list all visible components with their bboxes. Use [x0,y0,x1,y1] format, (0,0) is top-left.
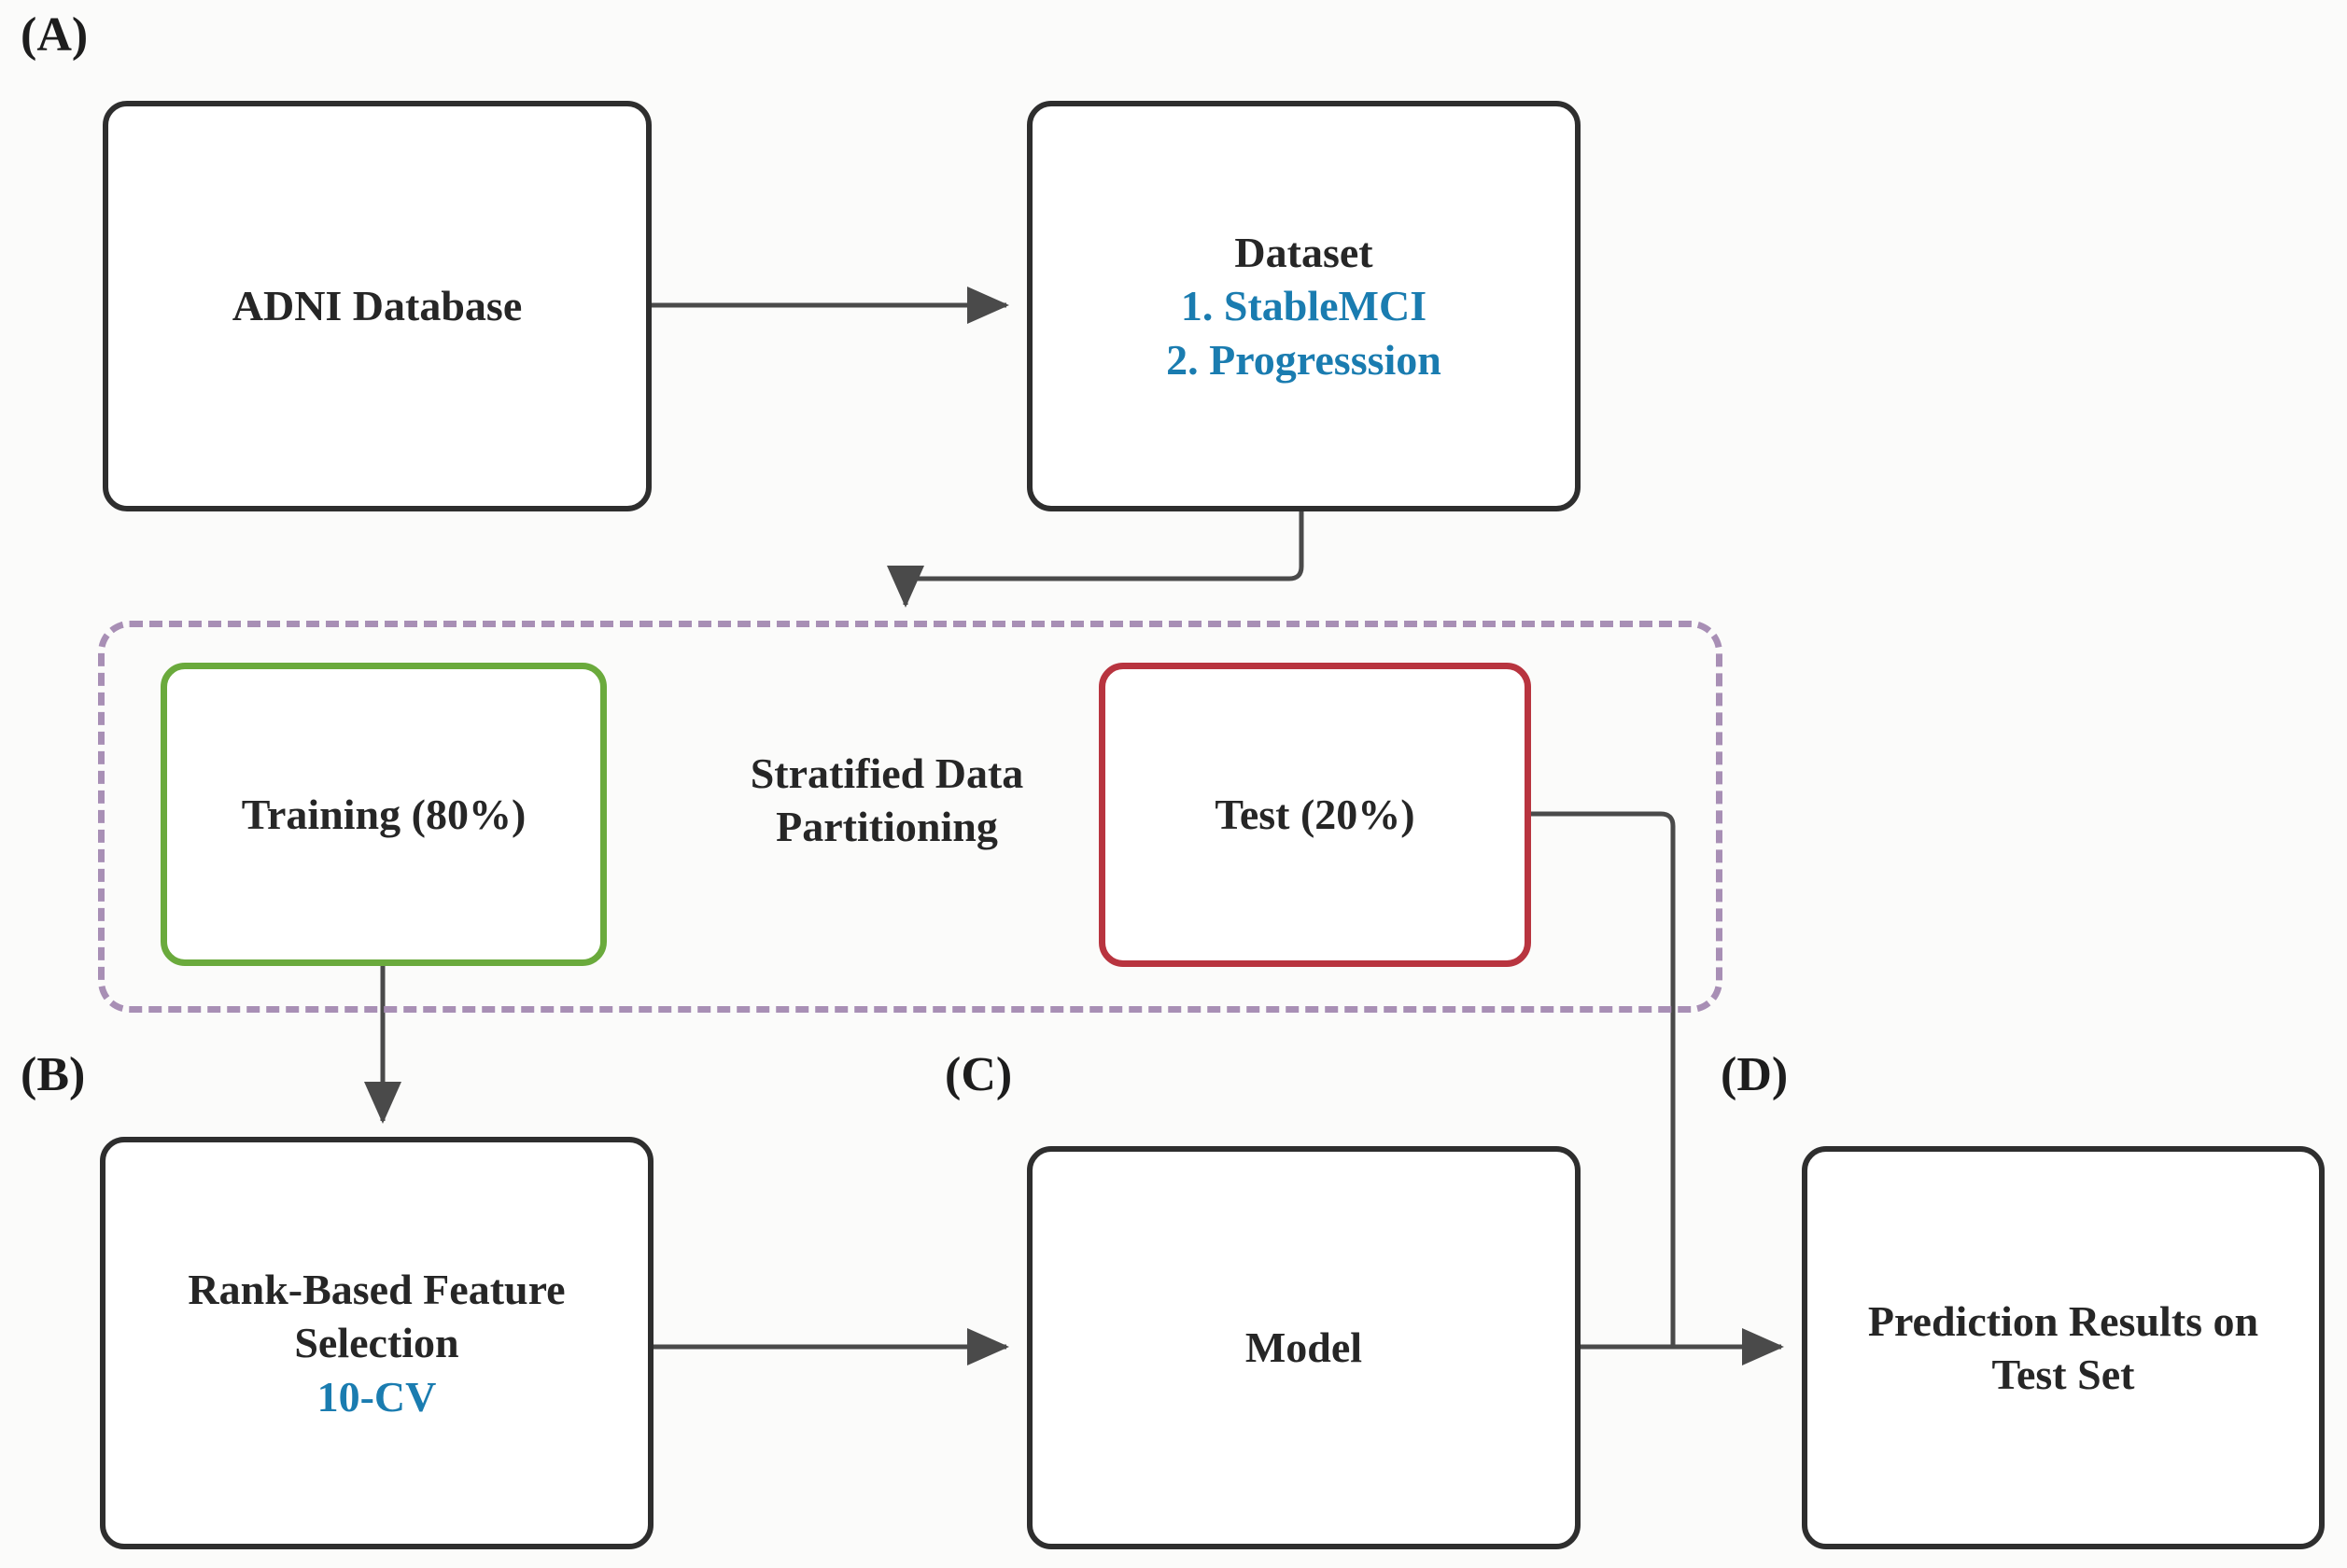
node-test-split-label: Test (20%) [1215,791,1415,839]
node-training-split-label: Training (80%) [241,790,527,838]
node-adni-database-label: ADNI Database [232,282,523,330]
node-training-split[interactable]: Training (80%) [161,663,607,966]
node-test-split[interactable]: Test (20%) [1099,663,1531,967]
node-feature-selection-cv-label: 10-CV [316,1372,437,1421]
node-dataset-item-1: 1. StableMCI [1180,282,1427,330]
stratified-partitioning-label-line1: Stratified Data [750,749,1024,797]
stratified-partitioning-label: Stratified Data Partitioning [691,747,1083,853]
edge-dataset-to-partition [887,511,1304,609]
node-adni-database[interactable]: ADNI Database [103,101,652,511]
node-dataset-item-2: 2. Progresssion [1166,335,1441,384]
panel-label-a: (A) [21,8,89,62]
node-prediction-results-line2: Test Set [1991,1351,2135,1398]
node-model-label: Model [1244,1323,1363,1372]
node-dataset-title: Dataset [1234,229,1373,277]
panel-label-b: (B) [21,1048,86,1101]
node-prediction-results-line1: Prediction Results on [1867,1296,2259,1345]
panel-label-c: (C) [945,1048,1013,1101]
node-feature-selection[interactable]: Rank-Based Feature Selection 10-CV [100,1137,654,1549]
node-feature-selection-line1: Rank-Based Feature [188,1266,566,1314]
node-model[interactable]: Model [1027,1146,1581,1549]
node-feature-selection-line2: Selection [294,1319,459,1367]
stratified-partitioning-label-line2: Partitioning [776,803,998,851]
panel-label-d: (D) [1721,1048,1789,1101]
node-prediction-results[interactable]: Prediction Results on Test Set [1802,1146,2325,1549]
stratified-partitioning-region [98,621,1722,1013]
node-dataset[interactable]: Dataset 1. StableMCI 2. Progresssion [1027,101,1581,511]
